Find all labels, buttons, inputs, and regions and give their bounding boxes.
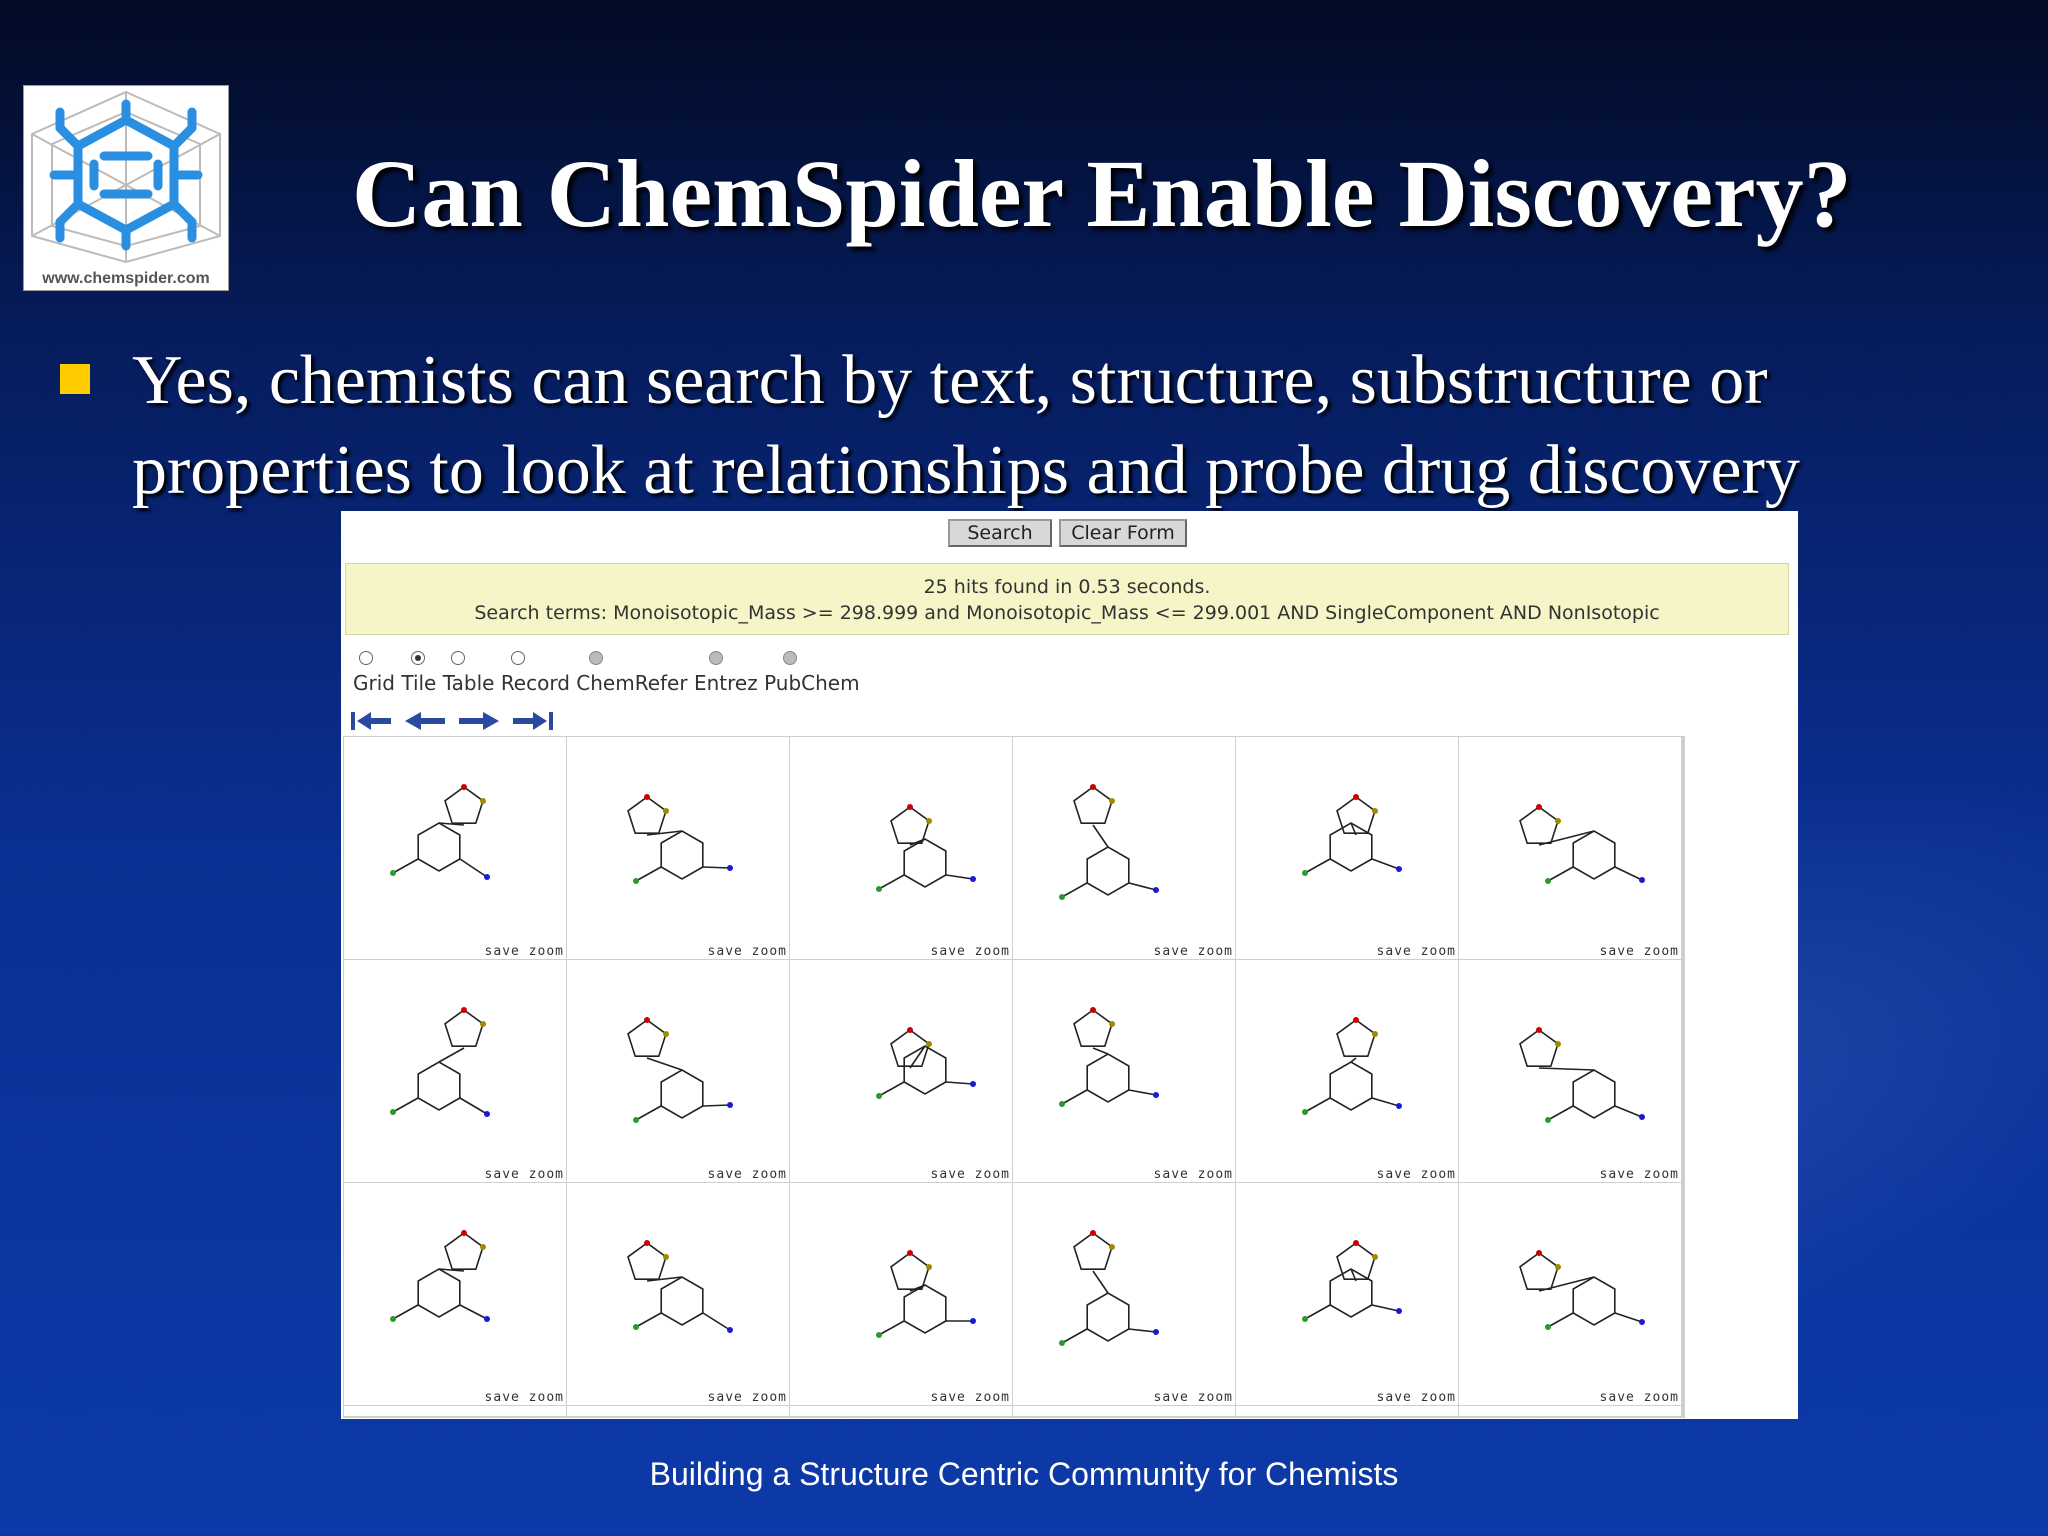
- view-radio-3[interactable]: [511, 651, 525, 665]
- view-label-3[interactable]: Record: [500, 671, 570, 695]
- first-page-icon[interactable]: [349, 709, 393, 737]
- next-page-icon[interactable]: [457, 709, 501, 737]
- chemical-structure-icon: [627, 1017, 733, 1123]
- view-radio-5: [709, 651, 723, 665]
- result-tile[interactable]: save zoom: [1013, 737, 1235, 959]
- chemical-structure-icon: [1519, 804, 1645, 884]
- view-label-0[interactable]: Grid: [353, 671, 395, 695]
- previous-page-icon[interactable]: [403, 709, 447, 737]
- result-tile[interactable]: save zoom: [1013, 1183, 1235, 1405]
- save-zoom-links[interactable]: save zoom: [707, 1390, 787, 1405]
- result-tile[interactable]: save zoom: [790, 737, 1012, 959]
- logo-url-text: www.chemspider.com: [42, 270, 210, 287]
- result-tile[interactable]: save zoom: [1236, 1183, 1458, 1405]
- result-tile[interactable]: save zoom: [344, 1183, 566, 1405]
- save-zoom-links[interactable]: save zoom: [484, 1167, 564, 1182]
- view-radio-4: [589, 651, 603, 665]
- search-button[interactable]: Search: [948, 519, 1052, 547]
- result-tile[interactable]: save zoom: [790, 960, 1012, 1182]
- result-tile[interactable]: save zoom: [344, 737, 566, 959]
- chemical-structure-icon: [876, 804, 976, 892]
- view-mode-labels: Grid Tile Table Record ChemRefer Entrez …: [353, 671, 860, 695]
- view-label-1[interactable]: Tile: [401, 671, 437, 695]
- chemical-structure-icon: [627, 1240, 733, 1333]
- save-zoom-links[interactable]: save zoom: [1599, 1167, 1679, 1182]
- chemical-structure-icon: [1302, 1240, 1402, 1322]
- view-label-4[interactable]: ChemRefer: [576, 671, 688, 695]
- result-tile[interactable]: save zoom: [1459, 1183, 1681, 1405]
- result-tile[interactable]: save zoom: [1236, 960, 1458, 1182]
- view-radio-1[interactable]: [411, 651, 425, 665]
- chemical-structure-icon: [1519, 1027, 1645, 1123]
- save-zoom-links[interactable]: save zoom: [930, 944, 1010, 959]
- save-zoom-links[interactable]: save zoom: [1153, 1167, 1233, 1182]
- view-label-6[interactable]: PubChem: [764, 671, 860, 695]
- chemical-structure-icon: [1302, 1017, 1402, 1115]
- result-tile[interactable]: save zoom: [1459, 737, 1681, 959]
- save-zoom-links[interactable]: save zoom: [1376, 1390, 1456, 1405]
- view-label-5[interactable]: Entrez: [693, 671, 758, 695]
- result-tile-partial: [567, 1406, 789, 1416]
- save-zoom-links[interactable]: save zoom: [1376, 1167, 1456, 1182]
- save-zoom-links[interactable]: save zoom: [707, 1167, 787, 1182]
- save-zoom-links[interactable]: save zoom: [1599, 944, 1679, 959]
- slide-footer: Building a Structure Centric Community f…: [649, 1456, 1399, 1492]
- result-tile[interactable]: save zoom: [344, 960, 566, 1182]
- slide-title: Can ChemSpider Enable Discovery?: [352, 140, 1852, 247]
- chemical-structure-icon: [390, 1007, 490, 1117]
- save-zoom-links[interactable]: save zoom: [1153, 944, 1233, 959]
- save-zoom-links[interactable]: save zoom: [707, 944, 787, 959]
- view-radio-0[interactable]: [359, 651, 373, 665]
- chemical-structure-icon: [1302, 794, 1402, 876]
- view-radio-6: [783, 651, 797, 665]
- search-summary: 25 hits found in 0.53 seconds. Search te…: [345, 563, 1789, 635]
- save-zoom-links[interactable]: save zoom: [930, 1390, 1010, 1405]
- result-tile-partial: [1013, 1406, 1235, 1416]
- result-tile-partial: [344, 1406, 566, 1416]
- chemical-structure-icon: [1059, 784, 1159, 900]
- chemical-structure-icon: [390, 1230, 490, 1322]
- results-tile-grid: save zoom save zoom save zoom save zoom save…: [343, 736, 1685, 1418]
- view-radio-2[interactable]: [451, 651, 465, 665]
- chemical-structure-icon: [1059, 1007, 1159, 1107]
- result-tile[interactable]: save zoom: [567, 737, 789, 959]
- save-zoom-links[interactable]: save zoom: [484, 944, 564, 959]
- chemical-structure-icon: [627, 794, 733, 884]
- bullet-marker: [60, 364, 90, 394]
- spider-logo-icon: [31, 90, 221, 264]
- result-tile-partial: [1236, 1406, 1458, 1416]
- chemspider-logo: www.chemspider.com: [23, 85, 229, 291]
- save-zoom-links[interactable]: save zoom: [1153, 1390, 1233, 1405]
- bullet-text: Yes, chemists can search by text, struct…: [132, 342, 1800, 509]
- result-tile-partial: [790, 1406, 1012, 1416]
- result-tile[interactable]: save zoom: [1459, 960, 1681, 1182]
- chemspider-search-results: Search Clear Form 25 hits found in 0.53 …: [341, 511, 1798, 1419]
- save-zoom-links[interactable]: save zoom: [1599, 1390, 1679, 1405]
- save-zoom-links[interactable]: save zoom: [1376, 944, 1456, 959]
- result-tile[interactable]: save zoom: [790, 1183, 1012, 1405]
- result-tile[interactable]: save zoom: [567, 960, 789, 1182]
- chemical-structure-icon: [390, 784, 490, 880]
- chemical-structure-icon: [876, 1250, 976, 1338]
- hits-count-text: 25 hits found in 0.53 seconds.: [923, 576, 1211, 598]
- result-tile[interactable]: save zoom: [1236, 737, 1458, 959]
- view-label-2[interactable]: Table: [442, 671, 495, 695]
- search-terms-text: Search terms: Monoisotopic_Mass >= 298.9…: [474, 602, 1660, 624]
- save-zoom-links[interactable]: save zoom: [930, 1167, 1010, 1182]
- last-page-icon[interactable]: [511, 709, 557, 737]
- chemical-structure-icon: [1519, 1250, 1645, 1330]
- save-zoom-links[interactable]: save zoom: [484, 1390, 564, 1405]
- chemical-structure-icon: [876, 1027, 976, 1099]
- result-tile[interactable]: save zoom: [1013, 960, 1235, 1182]
- chemical-structure-icon: [1059, 1230, 1159, 1346]
- result-tile[interactable]: save zoom: [567, 1183, 789, 1405]
- clear-form-button[interactable]: Clear Form: [1059, 519, 1187, 547]
- result-tile-partial: [1459, 1406, 1681, 1416]
